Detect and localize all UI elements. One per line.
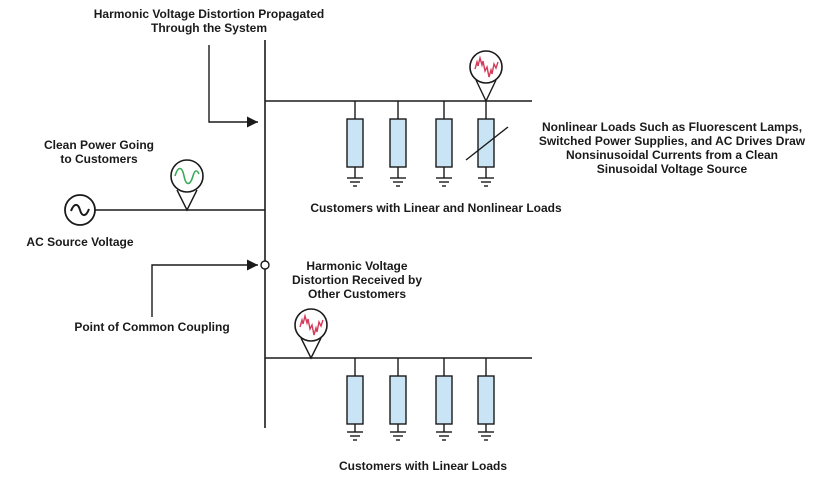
- nonlinear-note-line-3: Nonsinusoidal Currents from a Clean: [566, 148, 778, 162]
- arrows: [151, 45, 258, 317]
- clean-meter: [170, 159, 204, 212]
- received-label-line-2: Distortion Received by: [292, 273, 422, 287]
- ac-source-icon: [64, 194, 96, 226]
- ground-icon: [436, 177, 452, 187]
- load-resistor-icon: [435, 101, 453, 187]
- propagated-label-line-1: Harmonic Voltage Distortion Propagated: [94, 7, 324, 21]
- load-resistor-icon: [477, 358, 495, 441]
- load-resistor-icon: [346, 101, 364, 187]
- distorted-waveform-icon: [474, 55, 499, 78]
- ground-icon: [436, 431, 452, 441]
- upper-loads: [346, 101, 509, 187]
- ground-icon: [347, 177, 363, 187]
- load-resistor-icon: [346, 358, 364, 441]
- customers-linear-label: Customers with Linear Loads: [339, 459, 507, 473]
- clean-power-label-line-2: to Customers: [60, 152, 138, 166]
- ground-icon: [390, 431, 406, 441]
- distorted-meter-lower: [294, 308, 328, 360]
- ground-icon: [347, 431, 363, 441]
- propagation-arrow: [208, 45, 258, 128]
- load-resistor-icon: [389, 358, 407, 441]
- main-bus: [95, 40, 532, 428]
- nonlinear-note-line-1: Nonlinear Loads Such as Fluorescent Lamp…: [542, 120, 802, 134]
- pcc-arrow: [151, 259, 258, 317]
- received-label-line-1: Harmonic Voltage: [306, 259, 407, 273]
- nonlinear-load-resistor-icon: [465, 101, 509, 187]
- clean-power-label-line-1: Clean Power Going: [44, 138, 154, 152]
- pcc-node: [260, 260, 270, 270]
- load-resistor-icon: [389, 101, 407, 187]
- ground-icon: [478, 431, 494, 441]
- lower-loads: [346, 358, 495, 441]
- pcc-label: Point of Common Coupling: [74, 320, 229, 334]
- ac-source-label: AC Source Voltage: [26, 235, 133, 249]
- load-resistor-icon: [435, 358, 453, 441]
- nonlinear-note-line-2: Switched Power Supplies, and AC Drives D…: [539, 134, 806, 148]
- nonlinear-note-line-4: Sinusoidal Voltage Source: [597, 162, 748, 176]
- propagated-label-line-2: Through the System: [151, 21, 267, 35]
- ground-icon: [478, 177, 494, 187]
- received-label-line-3: Other Customers: [308, 287, 406, 301]
- ground-icon: [390, 177, 406, 187]
- nonlinear-slash: [465, 126, 509, 161]
- distorted-waveform-icon: [299, 313, 324, 336]
- customers-mixed-label: Customers with Linear and Nonlinear Load…: [310, 201, 562, 215]
- distorted-meter-upper: [469, 50, 503, 103]
- clean-sine-waveform-icon: [174, 167, 200, 185]
